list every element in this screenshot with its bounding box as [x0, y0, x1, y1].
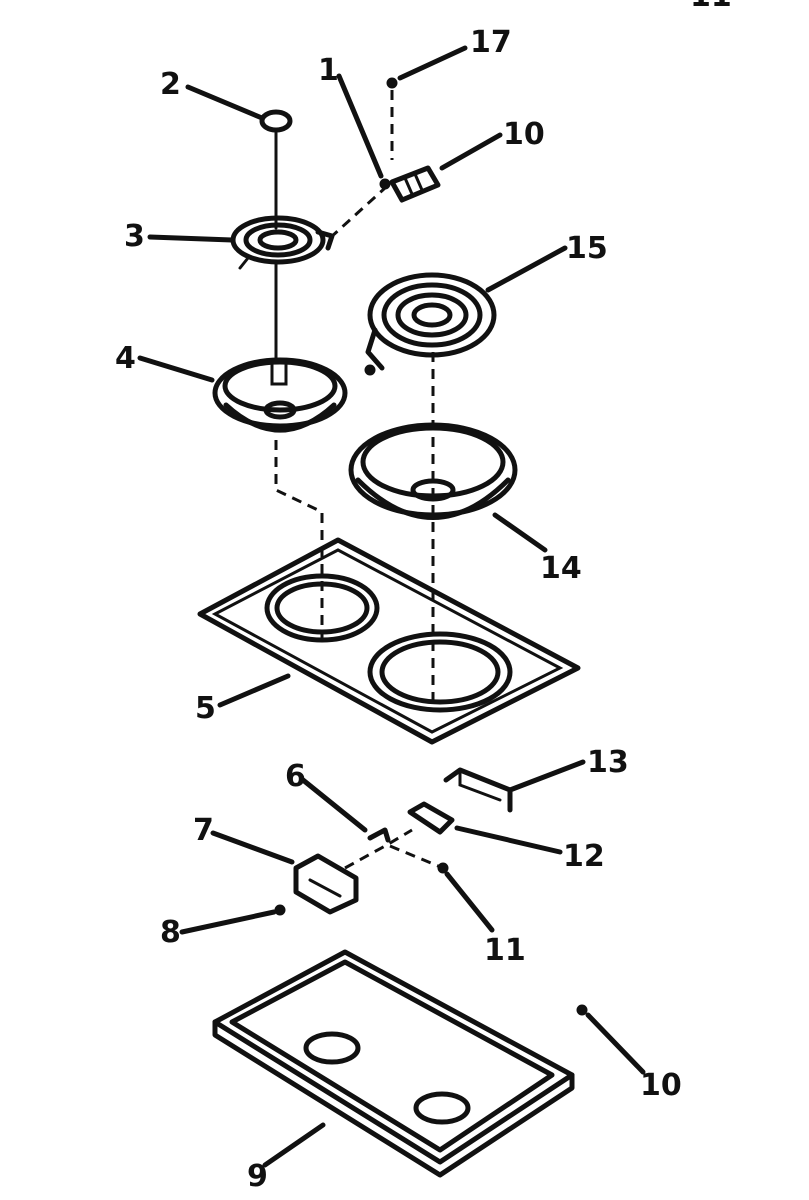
callout-4: 4 [115, 341, 136, 376]
dashed-link-4 [274, 440, 324, 640]
part-5-cooktop [197, 537, 581, 745]
part-17-screw [386, 77, 398, 89]
callout-12: 12 [563, 839, 605, 874]
callout-5: 5 [195, 691, 216, 726]
callout-15: 15 [566, 231, 608, 266]
callout-9: 9 [247, 1159, 268, 1194]
page-corner-label: 11 [690, 0, 732, 14]
callout-11: 11 [484, 933, 526, 968]
callout-14: 14 [540, 551, 582, 586]
callout-8: 8 [160, 915, 181, 950]
part-12-switch-plate [407, 801, 455, 835]
part-7-terminal-strip [293, 853, 359, 915]
part-16-terminal-block [379, 165, 441, 203]
callout-13: 13 [587, 745, 629, 780]
part-4-small-drip-bowl [212, 357, 348, 433]
part-3-small-element [230, 215, 335, 270]
leader-lines [137, 45, 646, 1168]
part-9-bottom-pan [212, 949, 575, 1178]
callout-16: 10 [503, 117, 545, 152]
callout-1: 1 [318, 53, 339, 88]
part-15-large-element [364, 272, 497, 376]
callout-2: 2 [160, 67, 181, 102]
callout-17: 17 [470, 25, 512, 60]
dashed-link-3 [328, 186, 387, 240]
callout-7: 7 [193, 813, 214, 848]
part-6-clip [367, 827, 391, 843]
part-2-cap [259, 109, 293, 230]
part-13-bracket [443, 767, 513, 813]
callout-6: 6 [285, 759, 306, 794]
part-8-screw [274, 904, 286, 916]
callout-10: 10 [640, 1068, 682, 1103]
part-10-screw-lower [576, 1004, 588, 1016]
dashed-link-11 [389, 844, 444, 870]
callout-3: 3 [124, 219, 145, 254]
